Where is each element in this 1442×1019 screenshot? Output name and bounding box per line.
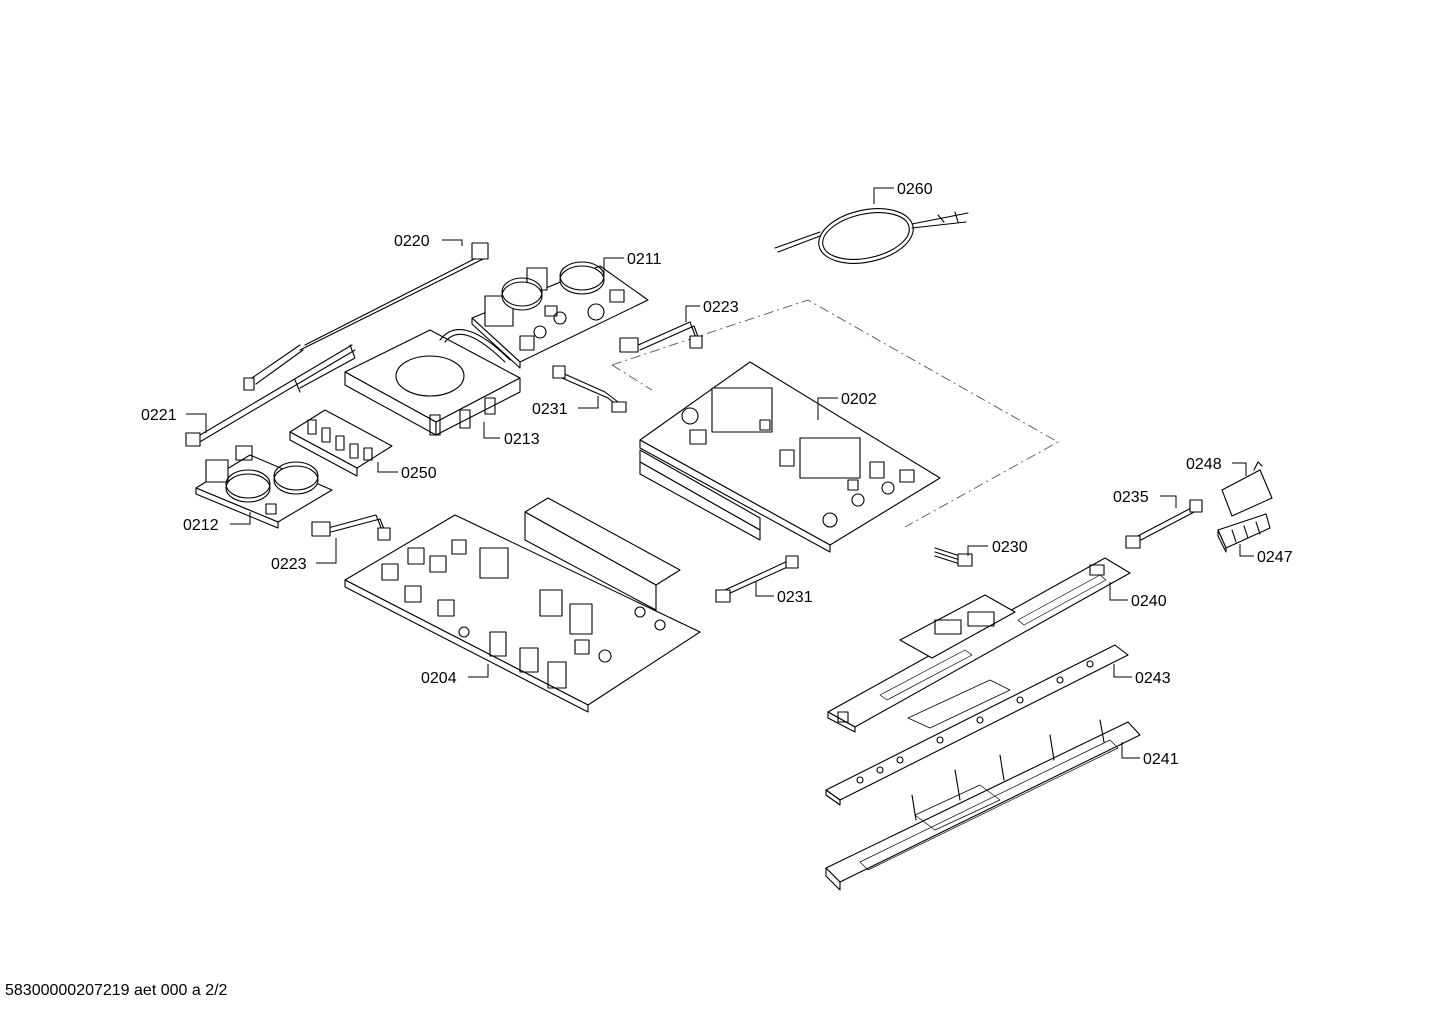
part-0221-cable[interactable] xyxy=(185,344,356,447)
part-0231-cable-upper[interactable] xyxy=(552,365,627,413)
callout-0250[interactable]: 0250 xyxy=(401,465,437,482)
leader-0230 xyxy=(967,545,988,556)
callout-0230[interactable]: 0230 xyxy=(992,539,1028,556)
callout-0247[interactable]: 0247 xyxy=(1257,549,1293,566)
callout-0204[interactable]: 0204 xyxy=(421,670,457,687)
callout-0241[interactable]: 0241 xyxy=(1143,751,1179,768)
part-0243-keypad-membrane[interactable] xyxy=(825,644,1129,806)
leader-0250 xyxy=(377,462,398,473)
callout-0231-lower[interactable]: 0231 xyxy=(777,589,813,606)
callout-0220[interactable]: 0220 xyxy=(394,233,430,250)
callout-labels: 0260 0220 0211 0223 0221 0231 0202 0213 … xyxy=(141,181,1293,768)
part-0240-control-board[interactable] xyxy=(827,557,1131,733)
callout-0260[interactable]: 0260 xyxy=(897,181,933,198)
callout-0213[interactable]: 0213 xyxy=(504,431,540,448)
part-0202-power-board[interactable] xyxy=(639,361,941,553)
leader-0223a xyxy=(685,305,700,322)
leader-0212 xyxy=(230,512,251,525)
part-0211-filter-board[interactable] xyxy=(471,261,649,369)
part-0235-cable[interactable] xyxy=(1125,499,1203,549)
callout-0211[interactable]: 0211 xyxy=(627,251,662,268)
part-0223-cable-lower[interactable] xyxy=(311,514,391,541)
leader-0220 xyxy=(442,239,463,246)
leader-0202 xyxy=(817,397,838,420)
callout-0212[interactable]: 0212 xyxy=(183,517,219,534)
part-0231-cable-lower[interactable] xyxy=(715,555,799,603)
callout-0223-lower[interactable]: 0223 xyxy=(271,556,307,573)
leader-0240 xyxy=(1109,582,1128,601)
leader-0241 xyxy=(1121,742,1140,759)
callout-0243[interactable]: 0243 xyxy=(1135,670,1171,687)
callout-0240[interactable]: 0240 xyxy=(1131,593,1167,610)
leader-0260 xyxy=(873,187,894,204)
leader-0243 xyxy=(1113,664,1132,678)
callout-leaders xyxy=(186,187,1254,759)
callout-0221[interactable]: 0221 xyxy=(141,407,177,424)
callout-0202[interactable]: 0202 xyxy=(841,391,877,408)
part-0250-terminal-block[interactable] xyxy=(289,409,393,477)
part-0230-connector[interactable] xyxy=(934,547,973,567)
document-id-footer: 58300000207219 aet 000 a 2/2 xyxy=(5,982,228,999)
leader-0211 xyxy=(603,257,624,275)
part-0220-cable[interactable] xyxy=(243,242,489,391)
part-0212-filter-board[interactable] xyxy=(195,445,333,529)
leader-0221 xyxy=(186,413,207,433)
part-0248-sensor[interactable] xyxy=(1221,461,1273,517)
leader-0231a xyxy=(578,396,599,409)
callout-0223-upper[interactable]: 0223 xyxy=(703,299,739,316)
part-0223-cable-upper[interactable] xyxy=(619,321,703,353)
leader-0248 xyxy=(1232,462,1247,476)
part-0247-clip[interactable] xyxy=(1217,513,1271,553)
part-0213-coil-housing[interactable] xyxy=(344,329,521,436)
callout-0235[interactable]: 0235 xyxy=(1113,489,1149,506)
leader-0213 xyxy=(483,422,500,439)
callout-0231-upper[interactable]: 0231 xyxy=(532,401,568,418)
leader-0235 xyxy=(1160,495,1177,508)
callout-0248[interactable]: 0248 xyxy=(1186,456,1222,473)
part-0260-power-cable[interactable] xyxy=(774,201,969,272)
leader-0204 xyxy=(468,664,489,678)
leader-0247 xyxy=(1239,544,1254,557)
leader-0231b xyxy=(755,582,774,597)
board-outline-dashed xyxy=(611,299,1059,528)
leader-0223b xyxy=(316,538,337,564)
part-0204-main-board[interactable] xyxy=(344,497,701,713)
part-0241-carrier-frame[interactable] xyxy=(825,719,1141,891)
